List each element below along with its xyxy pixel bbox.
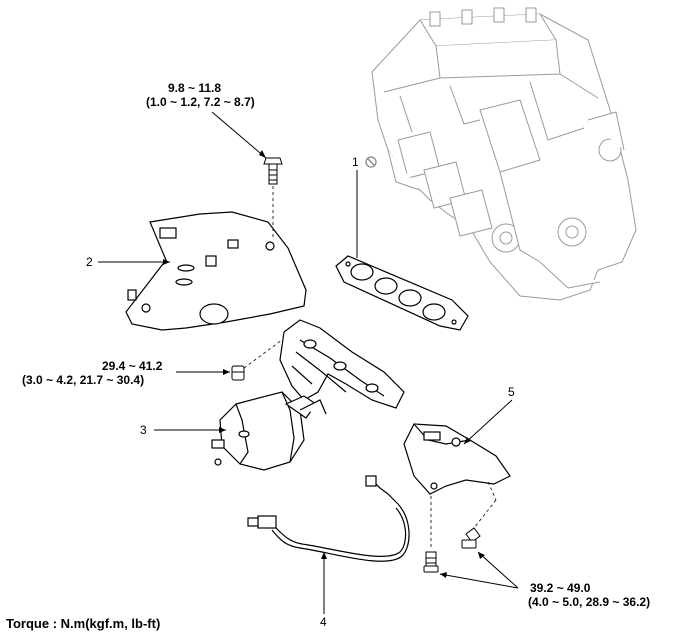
bracket-bolt-right [461, 527, 481, 549]
callout-arrow-3 [219, 427, 226, 433]
callout-2: 2 [86, 255, 93, 269]
heat-protector [125, 211, 307, 331]
torque-protector-arrow [259, 150, 266, 158]
callout-4: 4 [320, 615, 327, 629]
callout-arrow-5 [464, 437, 471, 444]
oxygen-sensor [247, 475, 410, 562]
torque-bracket-arrow-a [440, 572, 447, 578]
torque-bracket-leader-b [477, 551, 519, 589]
manifold-nut [231, 365, 245, 381]
callout-arrow-2 [163, 259, 170, 265]
heat-protector-bolt [263, 157, 283, 185]
torque-nut-line2: (3.0 ~ 4.2, 21.7 ~ 30.4) [22, 373, 144, 387]
exhaust-manifold [279, 319, 405, 409]
exhaust-bracket [403, 423, 511, 495]
torque-protector-line1: 9.8 ~ 11.8 [168, 81, 221, 95]
torque-bracket-leader-a [439, 573, 519, 589]
torque-protector-line2: (1.0 ~ 1.2, 7.2 ~ 8.7) [146, 95, 255, 109]
torque-nut-line1: 29.4 ~ 41.2 [102, 359, 163, 373]
callout-arrow-4 [321, 552, 327, 559]
callout-3: 3 [140, 423, 147, 437]
prohibition-icon [365, 156, 377, 168]
callout-leader-5 [463, 399, 513, 445]
torque-bracket-arrow-b [478, 552, 485, 559]
engine-block [371, 7, 637, 301]
catalytic-converter [211, 391, 327, 471]
torque-protector-leader [211, 111, 267, 159]
nut-guide-line [243, 339, 283, 369]
torque-bracket-line2: (4.0 ~ 5.0, 28.9 ~ 36.2) [528, 595, 650, 609]
bolt-right-guide-2 [473, 499, 497, 529]
bolt-right-guide [487, 481, 497, 501]
bracket-bolt-left [423, 551, 439, 573]
torque-unit-note: Torque : N.m(kgf.m, lb-ft) [6, 616, 161, 631]
torque-nut-arrow [223, 369, 230, 375]
torque-bracket-line1: 39.2 ~ 49.0 [530, 581, 591, 595]
callout-5: 5 [508, 385, 515, 399]
callout-1: 1 [352, 155, 359, 169]
manifold-gasket [335, 255, 469, 331]
